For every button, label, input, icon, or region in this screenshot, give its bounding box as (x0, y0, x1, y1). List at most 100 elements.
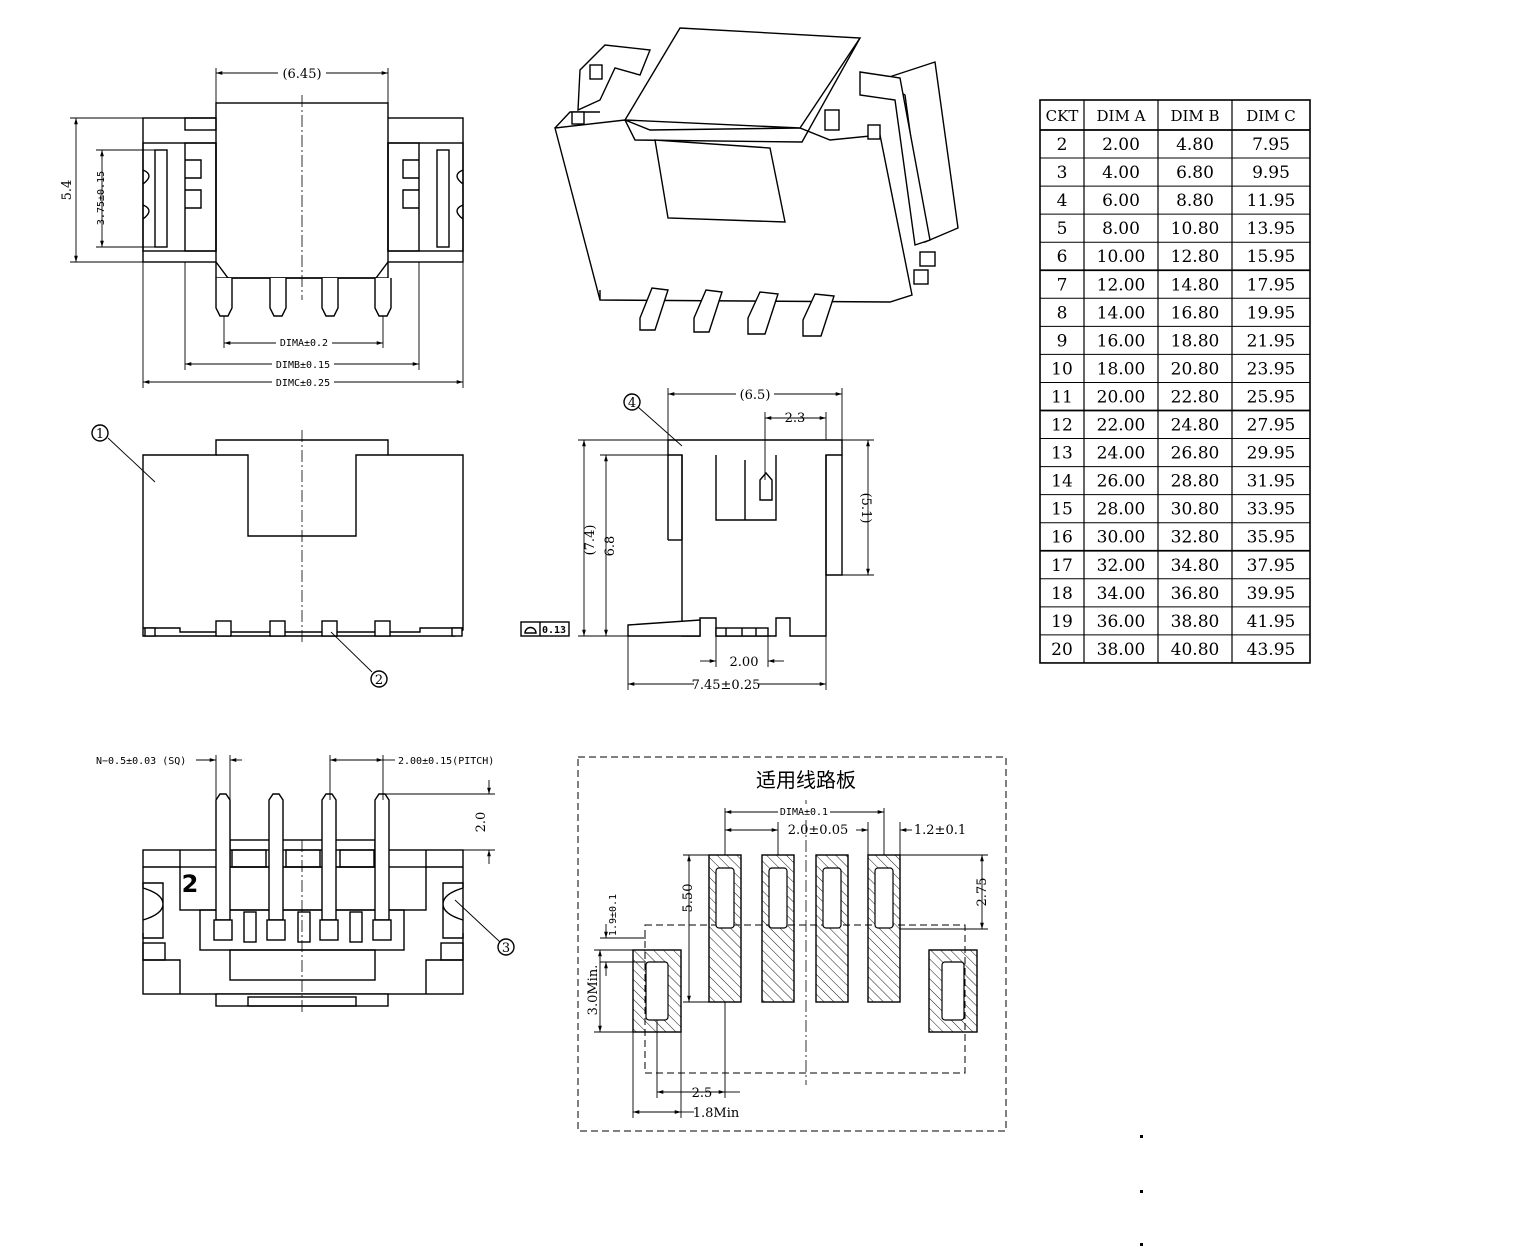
table-cell: 18.80 (1171, 331, 1220, 351)
dim-bottom-pin-length: 2.0 (474, 812, 489, 833)
dim-top-height: 5.4 (60, 180, 75, 201)
side-view: 4 (6.5) 2.3 (7.4) 6.8 (5.1) 0.13 (520, 388, 874, 693)
table-cell: 4 (1057, 191, 1068, 211)
callout-3: 3 (502, 941, 510, 956)
table-cell: 2 (1057, 135, 1068, 155)
table-cell: 32.80 (1171, 528, 1220, 548)
table-cell: 26.80 (1171, 444, 1220, 464)
table-cell: 6.00 (1102, 191, 1140, 211)
table-cell: 12.80 (1171, 247, 1220, 267)
dim-pcb-a: DIMA±0.1 (780, 807, 828, 818)
dim-side-right-height: (5.1) (858, 493, 873, 524)
table-cell: 38.00 (1097, 640, 1146, 660)
table-cell: 32.00 (1097, 556, 1146, 576)
table-cell: 28.00 (1097, 500, 1146, 520)
signal-pads (708, 854, 901, 1003)
table-cell: 4.80 (1176, 135, 1214, 155)
table-cell: 12.00 (1097, 275, 1146, 295)
table-cell: 30.00 (1097, 528, 1146, 548)
table-cell: 4.00 (1102, 163, 1140, 183)
dim-top-b: DIMB±0.15 (276, 360, 330, 371)
pin-marker: 2 (182, 870, 199, 898)
dim-pcb-pad-offset: 2.75 (975, 878, 990, 907)
table-cell: 13.95 (1247, 219, 1296, 239)
table-header-cell: DIM A (1097, 107, 1146, 125)
pcb-title: 适用线路板 (756, 768, 856, 792)
table-cell: 34.00 (1097, 584, 1146, 604)
table-cell: 15 (1051, 500, 1073, 520)
table-cell: 20.80 (1171, 359, 1220, 379)
table-cell: 36.80 (1171, 584, 1220, 604)
dim-side-total-height: (7.4) (583, 525, 598, 556)
table-cell: 8.00 (1102, 219, 1140, 239)
table-cell: 38.80 (1171, 612, 1220, 632)
table-cell: 23.95 (1247, 359, 1296, 379)
table-header-cell: DIM C (1246, 107, 1296, 125)
coplanarity-value: 0.13 (542, 625, 566, 636)
table-cell: 18 (1051, 584, 1073, 604)
table-cell: 30.80 (1171, 500, 1220, 520)
callout-2: 2 (375, 673, 383, 688)
callout-1: 1 (96, 427, 104, 442)
top-view: (6.45) 5.4 3.75±0.15 DIMA±0.2 DIMB±0.15 … (60, 67, 464, 389)
table-cell: 37.95 (1247, 556, 1296, 576)
table-cell: 8.80 (1176, 191, 1214, 211)
dim-pcb-tab-length: 3.0Min. (586, 965, 601, 1016)
table-cell: 34.80 (1171, 556, 1220, 576)
table-cell: 5 (1057, 219, 1068, 239)
dim-pcb-pitch: 2.0±0.05 (788, 823, 849, 838)
table-header-cell: CKT (1046, 107, 1079, 125)
table-cell: 10.00 (1097, 247, 1146, 267)
table-cell: 41.95 (1247, 612, 1296, 632)
table-cell: 3 (1057, 163, 1068, 183)
table-cell: 14 (1051, 472, 1073, 492)
table-cell: 19.95 (1247, 303, 1296, 323)
dim-bottom-pin: N−0.5±0.03 (SQ) (96, 756, 186, 767)
table-cell: 6.80 (1176, 163, 1214, 183)
table-cell: 11 (1051, 387, 1073, 407)
table-cell: 13 (1051, 444, 1073, 464)
table-cell: 20 (1051, 640, 1073, 660)
dim-side-offset: 2.3 (785, 411, 806, 426)
dim-pcb-tab-gap: 2.5 (692, 1086, 713, 1101)
table-cell: 29.95 (1247, 444, 1296, 464)
table-header-cell: DIM B (1170, 107, 1219, 125)
dim-side-height: 6.8 (603, 536, 618, 557)
table-cell: 10 (1051, 359, 1073, 379)
iso-pins (639, 287, 835, 337)
dim-pcb-slot: 1.9±0.1 (608, 894, 619, 936)
dim-pcb-pad-width: 1.2±0.1 (914, 823, 966, 838)
table-cell: 2.00 (1102, 135, 1140, 155)
table-cell: 24.00 (1097, 444, 1146, 464)
table-cell: 7.95 (1252, 135, 1290, 155)
table-cell: 16 (1051, 528, 1073, 548)
dim-pcb-pad-length: 5.50 (681, 884, 696, 913)
dim-pcb-tab-width: 1.8Min (693, 1106, 740, 1121)
table-cell: 12 (1051, 416, 1073, 436)
front-view: 1 2 (91, 424, 464, 688)
table-cell: 6 (1057, 247, 1068, 267)
table-cell: 11.95 (1247, 191, 1296, 211)
bottom-view: 2 3 N−0.5±0.03 (SQ) 2.00±0.15(PITCH) (96, 755, 515, 1015)
table-cell: 10.80 (1171, 219, 1220, 239)
table-cell: 16.00 (1097, 331, 1146, 351)
table-cell: 14.00 (1097, 303, 1146, 323)
table-cell: 15.95 (1247, 247, 1296, 267)
top-view-pins (215, 278, 392, 317)
table-cell: 24.80 (1171, 416, 1220, 436)
dim-top-width: (6.45) (282, 67, 321, 82)
table-cell: 18.00 (1097, 359, 1146, 379)
table-cell: 17 (1051, 556, 1073, 576)
table-cell: 17.95 (1247, 275, 1296, 295)
table-cell: 22.00 (1097, 416, 1146, 436)
table-cell: 20.00 (1097, 387, 1146, 407)
table-cell: 36.00 (1097, 612, 1146, 632)
table-cell: 22.80 (1171, 387, 1220, 407)
table-cell: 21.95 (1247, 331, 1296, 351)
table-cell: 26.00 (1097, 472, 1146, 492)
table-cell: 14.80 (1171, 275, 1220, 295)
table-cell: 8 (1057, 303, 1068, 323)
dim-side-depth: (6.5) (740, 388, 771, 403)
table-cell: 16.80 (1171, 303, 1220, 323)
